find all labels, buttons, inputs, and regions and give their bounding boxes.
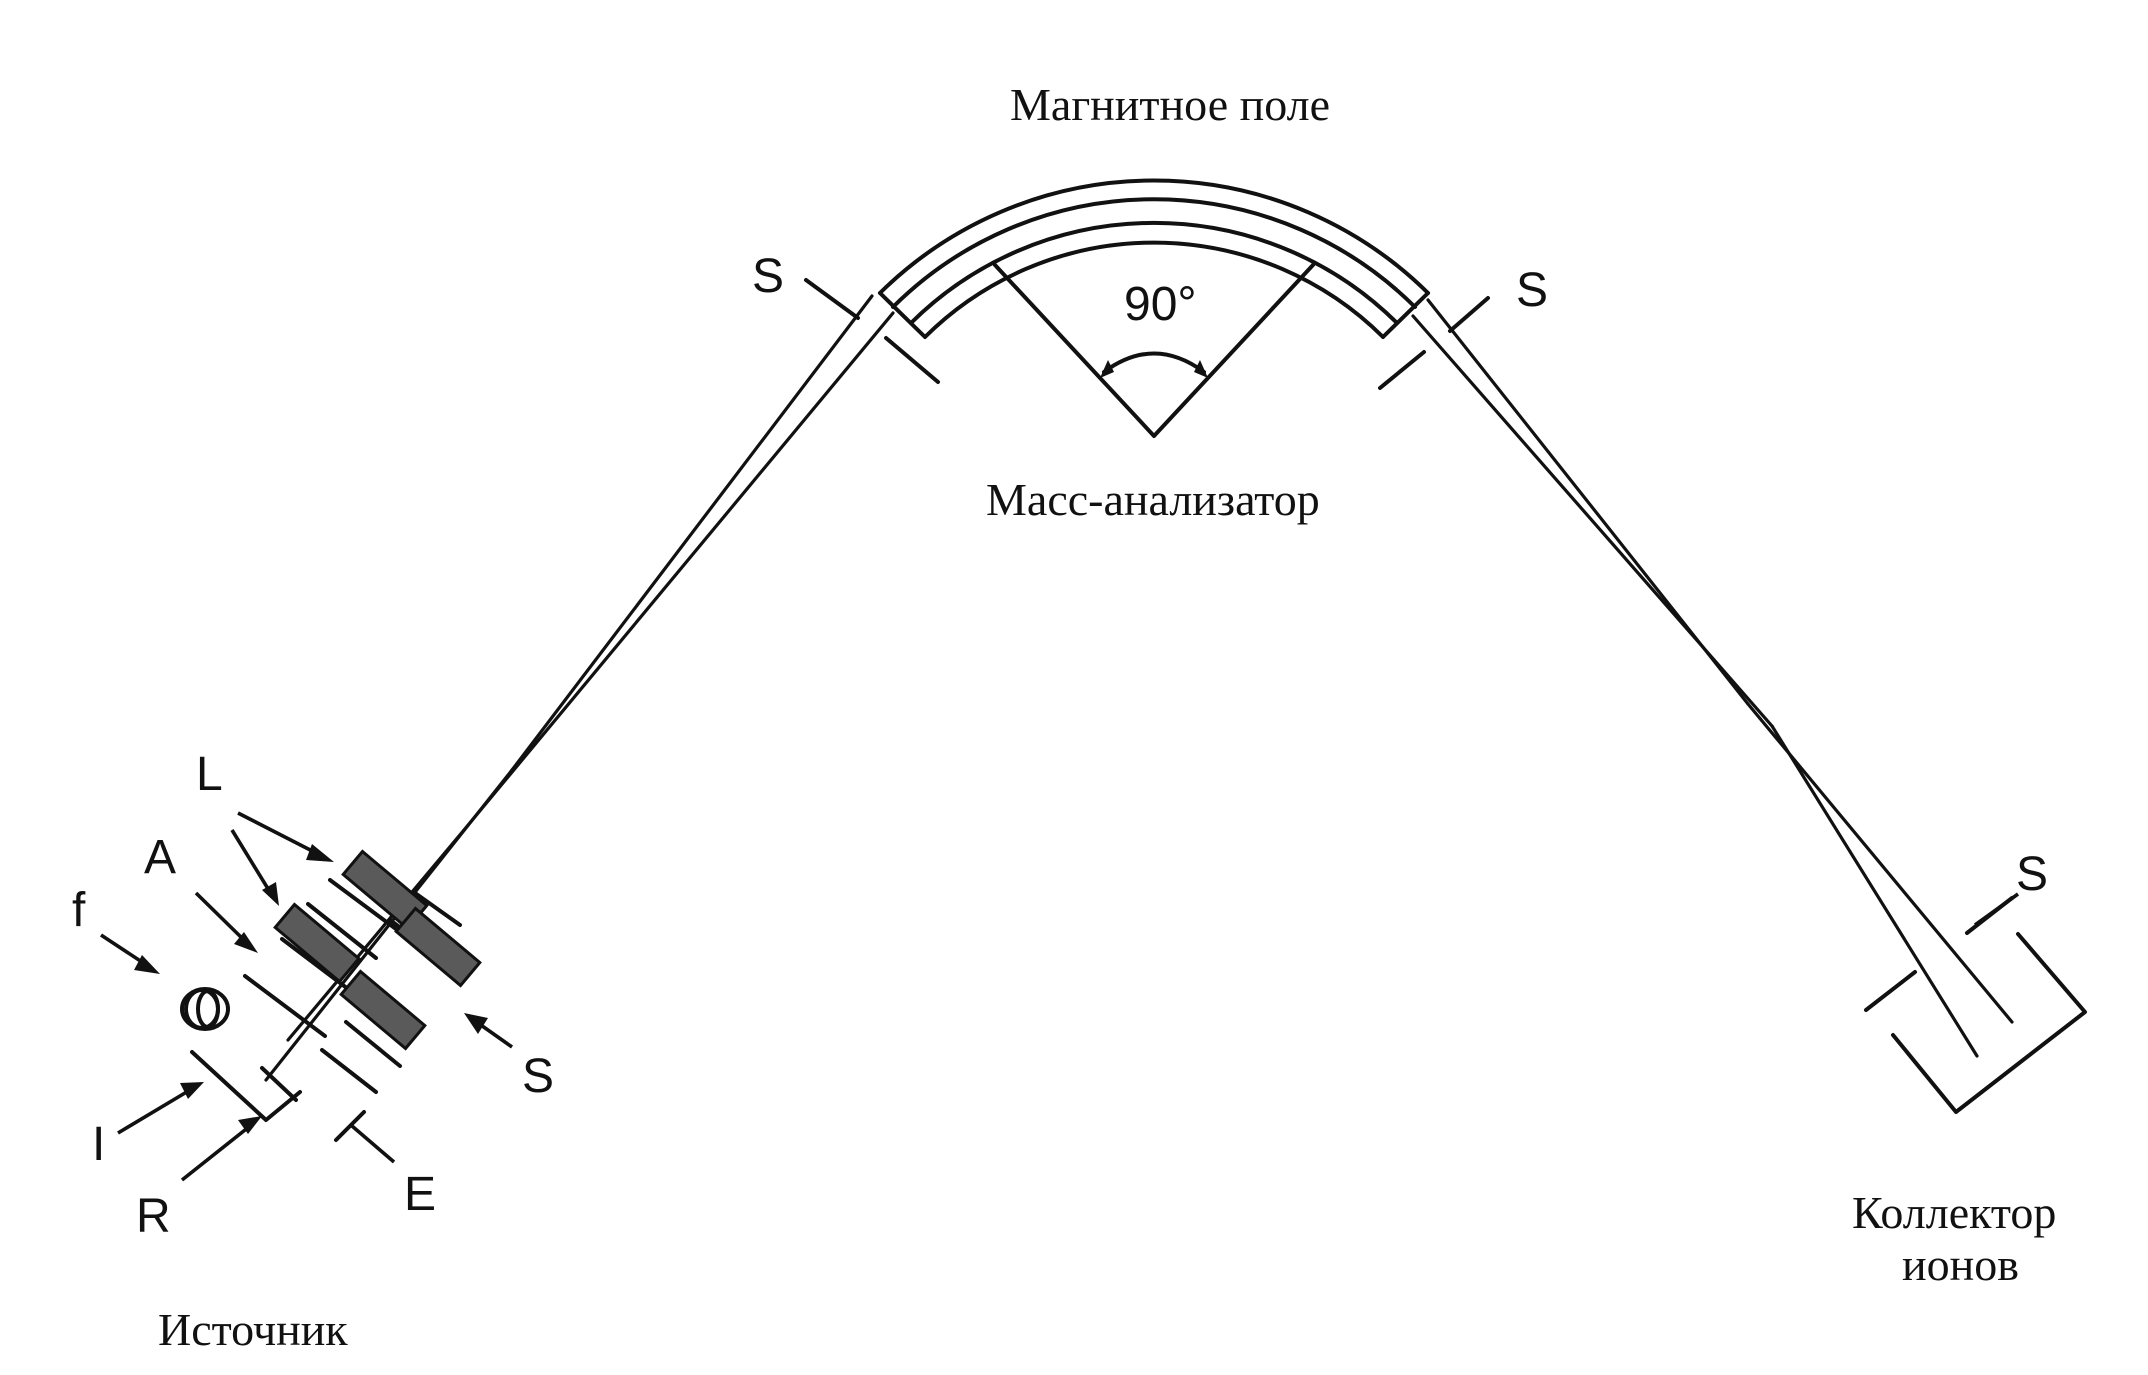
repeller-label: R: [136, 1190, 171, 1243]
filament-coil: [180, 987, 230, 1031]
ionization-label: I: [92, 1118, 105, 1171]
angle-wedge: [993, 263, 1315, 438]
filament-label: f: [72, 884, 86, 937]
slit-left: [804, 278, 940, 384]
pointer-arrows: [100, 811, 2020, 1182]
lens-lower: [339, 969, 427, 1051]
ion-source: [180, 849, 482, 1142]
slit-collector-label: S: [2016, 848, 2048, 901]
slit-right: [1378, 296, 1490, 390]
slit-right-label: S: [1516, 264, 1548, 317]
collector-label-line2: ионов: [1902, 1239, 2019, 1290]
slit-left-label: S: [752, 250, 784, 303]
magnetic-field-label: Магнитное поле: [1010, 79, 1330, 130]
source-label: Источник: [158, 1304, 348, 1355]
collector-label-line1: Коллектор: [1852, 1187, 2056, 1238]
magnetic-analyzer-tube: [878, 178, 1430, 339]
lens-middle: [273, 902, 361, 984]
ion-beam-left: [264, 294, 895, 1082]
mass-analyzer-label: Масс-анализатор: [986, 474, 1320, 525]
lens-label: L: [196, 748, 223, 801]
electrode-label: E: [404, 1168, 436, 1221]
angle-label: 90°: [1124, 278, 1197, 331]
anode-label: A: [144, 831, 176, 884]
ion-beam-right: [1411, 298, 2014, 1058]
lens-right: [394, 906, 482, 988]
slit-source-label: S: [522, 1050, 554, 1103]
